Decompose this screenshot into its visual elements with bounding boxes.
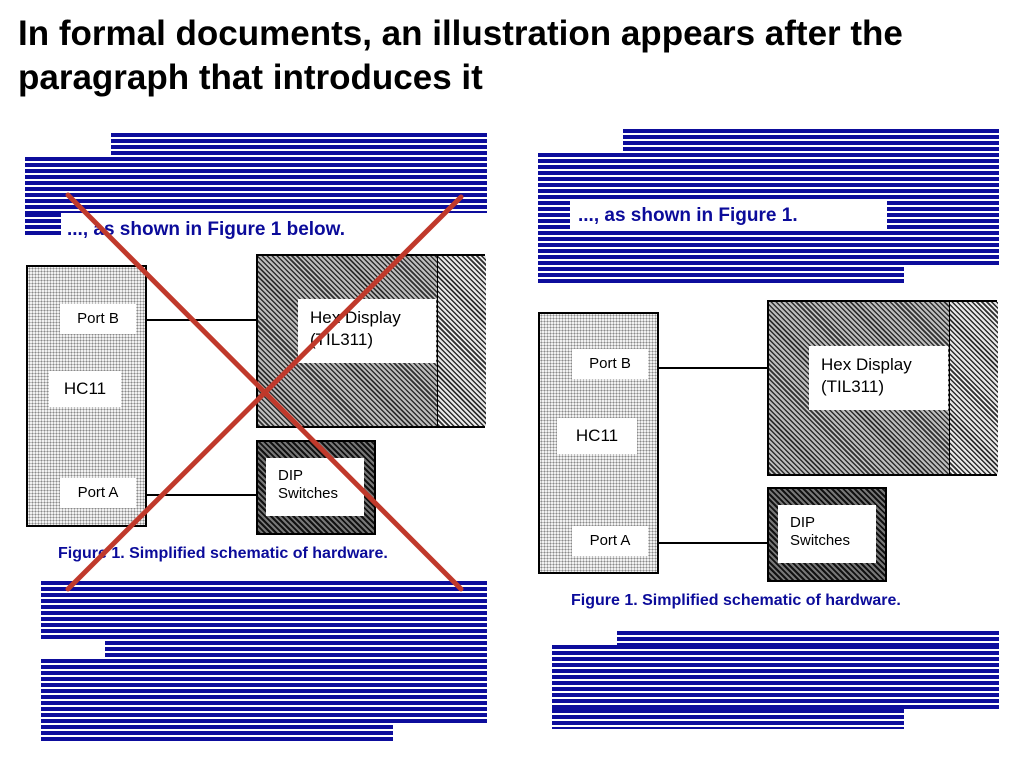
port-b-label: Port B <box>572 349 648 379</box>
text-lines-block <box>105 641 487 659</box>
text-lines-block <box>538 153 999 201</box>
hc11-label: HC11 <box>557 418 637 454</box>
port-a-label: Port A <box>572 526 648 556</box>
text-lines-block <box>623 129 999 153</box>
text-lines-block <box>538 267 904 285</box>
text-lines-block <box>552 709 904 729</box>
intro-callout: ..., as shown in Figure 1 below. <box>61 218 352 242</box>
port-a-wire <box>147 494 257 496</box>
text-lines-block <box>25 213 61 237</box>
text-lines-block <box>617 631 999 645</box>
text-lines-block <box>887 201 999 231</box>
text-lines-block <box>41 725 393 743</box>
text-lines-block <box>111 133 487 157</box>
text-lines-block <box>41 659 487 725</box>
hex-display-label: Hex Display (TIL311) <box>809 346 948 410</box>
text-lines-block <box>538 231 999 267</box>
slide-title: In formal documents, an illustration app… <box>18 14 903 97</box>
text-lines-block <box>538 201 570 231</box>
text-lines-block <box>41 581 487 641</box>
hc11-label: HC11 <box>49 371 121 407</box>
port-a-label: Port A <box>60 478 136 508</box>
port-a-wire <box>659 542 768 544</box>
port-b-wire <box>147 319 257 321</box>
figure-caption: Figure 1. Simplified schematic of hardwa… <box>58 545 388 562</box>
dip-switches-label: DIP Switches <box>778 505 876 563</box>
intro-callout: ..., as shown in Figure 1. <box>572 204 804 228</box>
figure-caption: Figure 1. Simplified schematic of hardwa… <box>571 592 901 609</box>
dip-switches-label: DIP Switches <box>266 458 364 516</box>
text-lines-block <box>552 645 999 709</box>
port-b-wire <box>659 367 768 369</box>
text-lines-block <box>25 157 487 213</box>
port-b-label: Port B <box>60 304 136 334</box>
